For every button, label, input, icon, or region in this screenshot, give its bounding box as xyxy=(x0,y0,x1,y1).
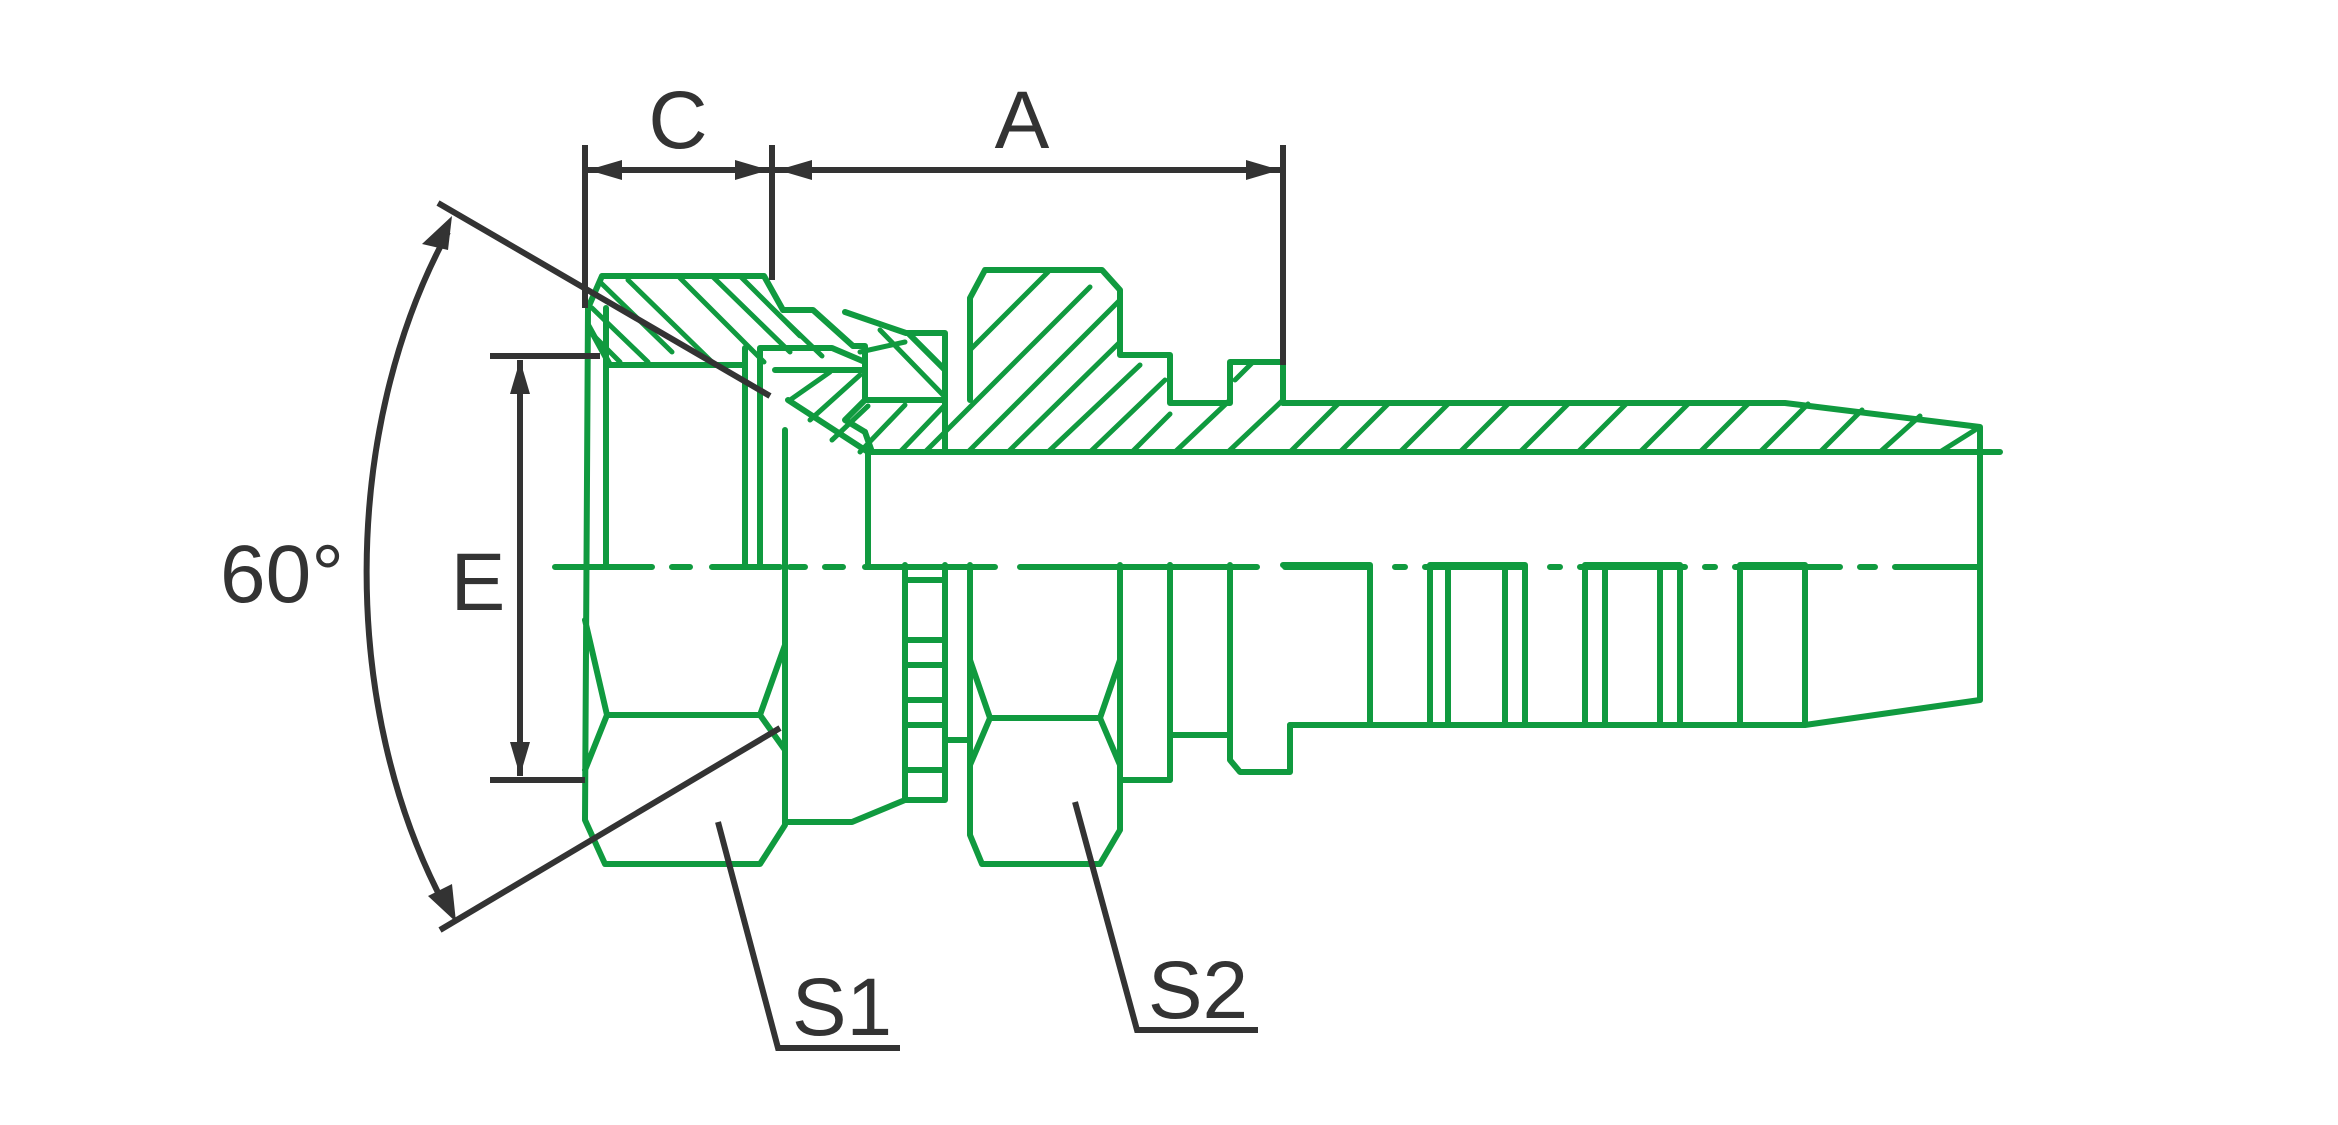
dim-a-arrow-right xyxy=(1246,160,1280,180)
fitting-part xyxy=(552,267,2003,867)
angle-label: 60° xyxy=(220,529,344,620)
dim-a-label: A xyxy=(995,75,1050,166)
inner-bore xyxy=(785,397,2003,568)
cone-line-upper xyxy=(436,200,772,399)
nut-outline xyxy=(582,273,868,867)
body-seat xyxy=(842,309,948,455)
dim-e-arrow-top xyxy=(510,360,530,394)
dim-c-arrow-right xyxy=(735,160,769,180)
dimension-lines xyxy=(363,145,1286,1051)
dim-e-label: E xyxy=(451,537,506,628)
thread-relief xyxy=(782,562,973,825)
s1-label: S1 xyxy=(792,962,892,1053)
dim-c-label: C xyxy=(648,75,707,166)
nut-bore xyxy=(585,322,868,568)
s1-leader xyxy=(715,821,900,1051)
angle-arrow-top xyxy=(422,216,452,250)
angle-arc xyxy=(363,230,451,908)
cone-line-lower xyxy=(438,725,782,933)
dim-e-arrow-bottom xyxy=(510,742,530,776)
s2-leader xyxy=(1072,801,1258,1033)
dim-a-arrow-left xyxy=(778,160,812,180)
s2-label: S2 xyxy=(1148,945,1248,1036)
dim-c-arrow-left xyxy=(588,160,622,180)
stem-collar xyxy=(1167,562,1293,783)
angle-arrow-bottom xyxy=(428,884,456,922)
